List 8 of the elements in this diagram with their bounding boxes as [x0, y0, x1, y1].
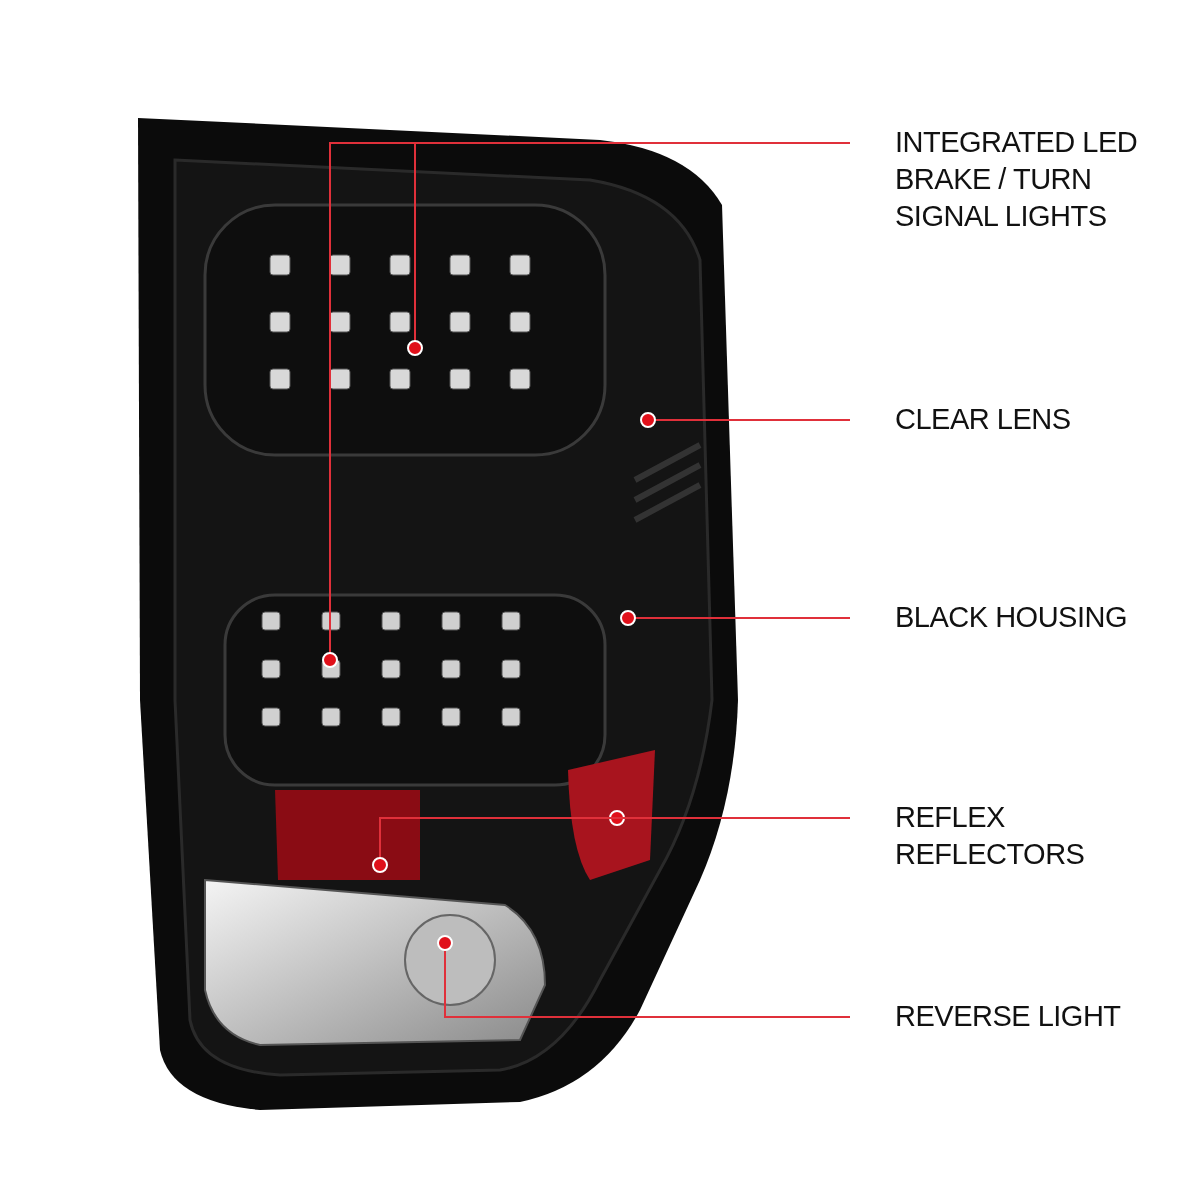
callout-label: BLACK HOUSING: [895, 599, 1195, 636]
leader-line: [640, 412, 851, 428]
leader-line: [620, 610, 851, 626]
callout-label: INTEGRATED LED BRAKE / TURN SIGNAL LIGHTS: [895, 124, 1195, 235]
leader-line: [437, 935, 851, 1018]
callout-label: REVERSE LIGHT: [895, 998, 1195, 1035]
callout-label: REFLEX REFLECTORS: [895, 799, 1195, 873]
callout-label: CLEAR LENS: [895, 401, 1195, 438]
